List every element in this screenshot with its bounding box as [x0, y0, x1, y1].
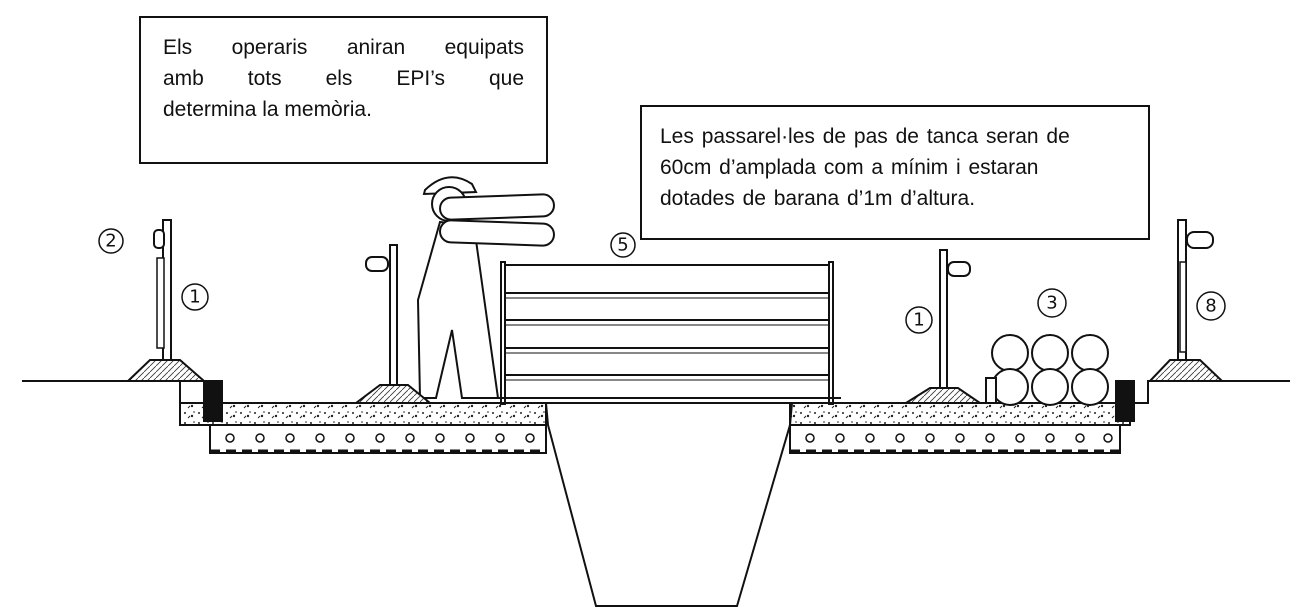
- pipe-stack: [985, 334, 1109, 406]
- right-inner-signal-post: [902, 249, 984, 404]
- marker-5-label: 5: [617, 235, 628, 256]
- trench: [545, 402, 793, 607]
- marker-1-right: [905, 306, 933, 334]
- marker-1-right-label: 1: [913, 310, 924, 331]
- left-pavement: [160, 380, 547, 454]
- marker-1-left: [181, 283, 209, 311]
- marker-2-left: [98, 228, 124, 254]
- left-outer-signal-post: [125, 219, 207, 382]
- right-outer-signal-post: [1147, 219, 1225, 382]
- marker-1-left-label: 1: [189, 287, 200, 308]
- callout-line: Els operaris aniran equipats: [163, 36, 524, 59]
- marker-3-right: [1037, 288, 1067, 318]
- marker-2-label: 2: [105, 231, 116, 252]
- left-inner-signal-post: [353, 244, 433, 404]
- marker-8-label: 8: [1205, 296, 1216, 317]
- callout-line: Les passarel·les de pas de tanca seran d…: [660, 125, 1070, 148]
- callout-line: 60cm d’amplada com a mínim i estaran: [660, 156, 1039, 179]
- callout-walkway-requirements: Les passarel·les de pas de tanca seran d…: [640, 105, 1150, 240]
- worker-figure: [416, 176, 555, 399]
- marker-8-right: [1196, 291, 1226, 321]
- marker-3-label: 3: [1046, 293, 1057, 314]
- callout-line: dotades de barana d’1m d’altura.: [660, 187, 976, 210]
- callout-operators-ppe: Els operaris aniran equipats amb tots el…: [139, 16, 548, 164]
- marker-5-top: [610, 232, 636, 258]
- callout-line: determina la memòria.: [163, 98, 372, 121]
- callout-line: amb tots els EPI’s que: [163, 67, 524, 90]
- walkway-barrier: [493, 261, 841, 405]
